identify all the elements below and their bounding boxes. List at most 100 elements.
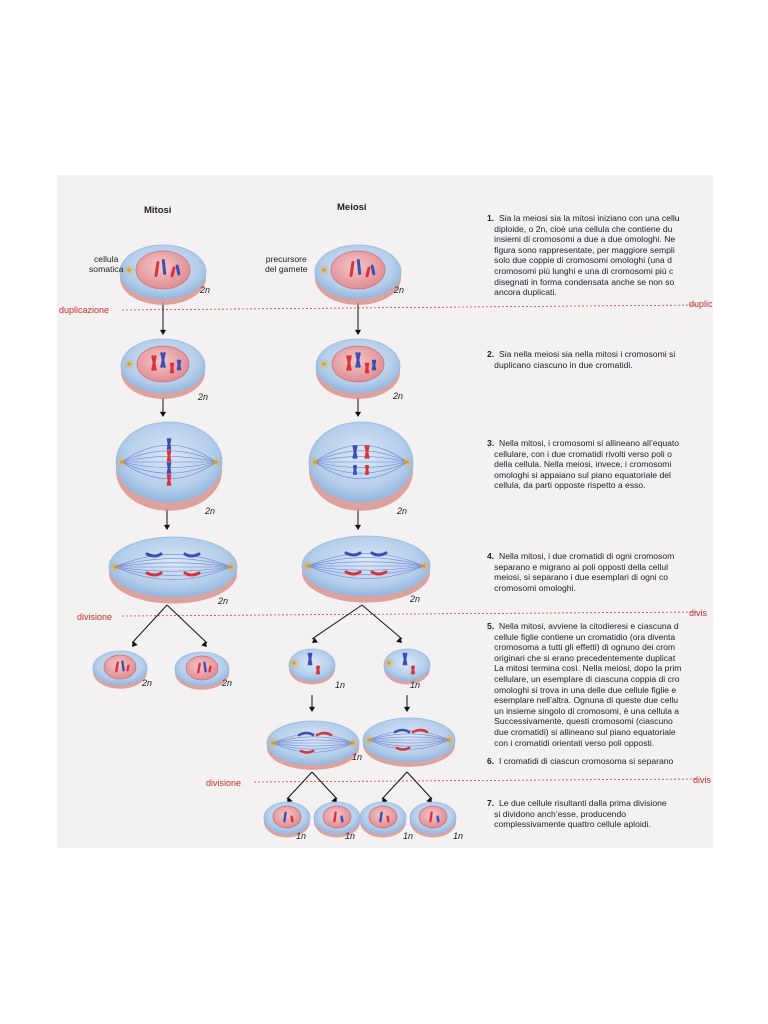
duplicated-chromosome [160,352,166,368]
step-text: Sia nella meiosi sia nella mitosi i crom… [494,349,676,370]
step-text: Le due cellule risultanti dalla prima di… [494,798,667,830]
arrowhead [132,641,138,647]
division2-label-left: divisione [206,778,242,788]
spindle [307,553,425,579]
chromosome [402,652,408,666]
ploidy-label: 1n [352,752,363,762]
chromosome [115,661,119,673]
step-3: 3.Nella mitosi, i cromosomi si allineano… [487,438,713,491]
chromosome [349,261,355,277]
chromosome [145,552,163,558]
chromosome [356,259,362,275]
arrowhead [201,641,207,647]
step-number: 6. [487,756,495,766]
cell [263,801,311,838]
arrow [131,604,168,647]
step-1: 1.Sia la meiosi sia la mitosi iniziano c… [487,213,713,298]
arrows [131,302,433,803]
ploidy-label: 2n [222,678,233,688]
arrowhead [159,411,167,417]
duplicated-chromosome [352,445,358,459]
arrowhead [354,411,362,417]
nucleus [272,805,302,829]
arrow-shaft [406,771,433,800]
spindle-fiber [307,553,425,567]
chromosome [411,665,415,675]
ploidy-label: 2n [394,285,405,295]
duplicated-chromosome [166,474,172,486]
chromosome [371,359,377,371]
centrosome [211,457,221,467]
arrow [308,695,316,712]
centrosome [348,738,358,748]
spindle-fiber [314,450,408,463]
spindle-fiber [368,739,450,744]
cell [313,801,361,838]
chromosome [395,746,411,751]
chromosome [175,264,181,276]
chromosome [154,261,160,277]
centrosome [310,457,320,467]
chromosome [352,465,358,475]
step-2: 2.Sia nella meiosi sia nella mitosi i cr… [487,349,713,370]
chromosome [121,660,125,672]
ploidy-label: 2n [393,391,404,401]
chromosome [370,570,388,576]
cell [315,338,401,399]
ploidy-label: 1n [453,831,464,841]
cells [92,244,457,838]
chromosome [393,728,411,734]
chromosome [166,438,172,450]
duplicated-chromosome [364,465,370,475]
arrow [403,695,411,712]
centrosome [364,735,374,745]
centrosome [419,561,429,571]
cell [314,244,402,305]
duplicated-chromosome [355,352,361,368]
chromosome [411,728,429,734]
meiosis-column-title: Meiosi [337,202,367,213]
chromosome [197,662,201,674]
cell [383,648,431,685]
spindle-fiber [272,742,354,750]
chromosome [352,445,358,459]
arrowhead [287,797,293,803]
duplicated-chromosome [151,355,157,371]
ploidy-label: 1n [410,680,421,690]
step-number: 7. [487,798,495,808]
nucleus [322,805,352,829]
dividers [121,304,698,783]
chromosome [170,266,176,278]
cell [308,421,414,511]
step-7: 7.Le due cellule risultanti dalla prima … [487,798,713,830]
nucleus [418,805,448,829]
ploidy-label: 1n [403,831,414,841]
spindle [314,445,408,479]
arrowhead [312,637,318,643]
step-number: 5. [487,621,495,631]
somatic-cell-label: cellula somatica [89,254,124,274]
arrow [361,604,403,643]
spindle-fiber [272,736,354,744]
cell [362,717,456,767]
chromosome [183,571,201,577]
nucleus [103,654,137,680]
division1-label-right: divis [689,608,708,618]
chromosome [365,266,371,278]
ploidy-label: 2n [410,594,421,604]
spindle-fiber [307,557,425,567]
chromosome [166,450,172,462]
arrowhead [354,329,362,335]
arrow [159,302,167,335]
arrowhead [308,706,316,712]
chromosome [307,652,313,666]
cell [266,720,360,770]
arrow-shaft [286,771,313,800]
chromosome [346,355,352,371]
centrosome [226,562,236,572]
chromosome [290,815,294,823]
cell [301,535,431,603]
centrosome [319,359,329,369]
spindle-fiber [314,456,408,463]
step-text: Nella mitosi, i cromosomi si allineano a… [494,438,680,491]
